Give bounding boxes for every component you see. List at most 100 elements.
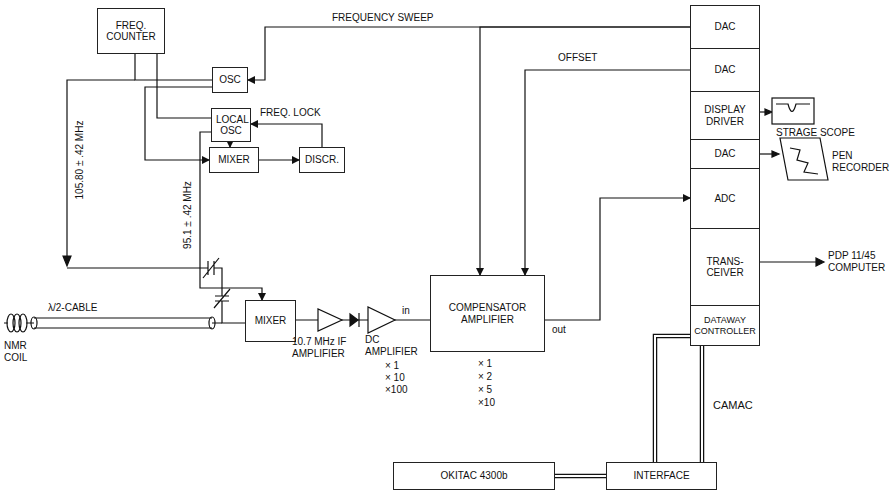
display-driver-module: DISPLAY DRIVER [690,91,760,140]
edge-label: FREQ. LOCK [258,107,323,119]
dac-module: DAC [690,5,760,49]
scope-trace [776,104,810,112]
box-label: DAC [714,64,735,76]
signal-line [259,160,299,161]
connector-line [525,70,690,275]
box-label: INTERFACE [633,470,689,482]
adc-module: ADC [690,168,760,229]
storage-scope-icon [772,98,814,124]
coil-winding [19,314,27,332]
arrowhead [765,109,772,115]
signal-label: 105.80 ± .42 MHz [74,121,86,200]
signal-line [135,54,212,80]
connector-line [555,475,606,477]
connector-line [157,54,211,118]
coax-cable [30,318,222,328]
connector-line [700,345,705,462]
interface-box: INTERFACE [606,462,717,490]
arrowhead [772,151,779,157]
signal-line [251,124,322,147]
signal-label: ×10 [478,397,495,409]
signal-line [200,132,262,300]
signal-label: 10.7 MHz IF AMPLIFIER [292,336,362,360]
signal-label: × 1 [478,358,492,370]
edge-label: OFFSET [556,52,599,64]
variable-capacitor [203,258,219,278]
cap-wire [67,268,245,323]
connector-line [135,54,212,80]
box-label: MIXER [255,315,287,327]
cable-end [31,317,37,329]
signal-line [157,54,211,118]
mixer-box: MIXER [209,147,259,173]
connector-line [145,87,212,160]
connector-line [701,345,703,462]
signal-label: × 10 [385,372,405,384]
bus-cable [655,336,690,462]
signal-label: STRAGE SCOPE [776,127,855,139]
connector-line [200,132,262,300]
box-label: DATAWAY CONTROLLER [692,315,758,336]
dataway-controller-module: DATAWAY CONTROLLER [690,305,760,346]
amplifier-box: COMPENSATOR AMPLIFIER [430,275,545,352]
local-oscillator-box: LOCAL OSC [211,108,251,142]
connector-line [655,336,690,462]
box-label: ADC [714,193,735,205]
diode-symbol [350,314,358,326]
signal-line [248,27,690,80]
nmr-coil [4,322,30,323]
signal-label: PEN RECORDER [832,150,888,174]
edge-label: FREQUENCY SWEEP [330,12,436,24]
recorder-trace [790,148,818,174]
signal-line [525,70,690,275]
mixer-box: MIXER [245,300,296,342]
connector-line [248,27,690,80]
cable-end [209,317,215,329]
box-label: DAC [714,148,735,160]
signal-label: ×100 [385,384,408,396]
signal-label: × 2 [478,371,492,383]
signal-label: out [552,324,566,336]
box-label: MIXER [218,154,250,166]
nmr-coil [7,314,27,332]
signal-label: in [402,305,410,317]
signal-line [480,27,690,275]
box-label: COMPENSATOR AMPLIFIER [442,302,534,325]
bus-cable [555,476,606,477]
variable-capacitor [214,289,230,308]
dac-module: DAC [690,48,760,92]
dac-module: DAC [690,139,760,169]
diode-bar [358,313,359,327]
signal-line [296,320,430,321]
signal-label: NMR COIL [4,340,36,364]
box-label: OKITAC 4300b [440,470,507,482]
box-label: FREQ. COUNTER [105,20,157,43]
dc-amplifier-symbol [368,307,395,333]
signal-label: λ/2-CABLE [48,302,97,314]
box-label: OSC [219,74,241,86]
box-label: CAMAC [713,399,753,412]
connector-line [251,124,322,147]
box-label: LOCAL OSC [216,114,246,137]
signal-label: PDP 11/45 COMPUTER [828,250,888,274]
signal-line [145,87,212,160]
connector-line [545,198,690,320]
box-label: TRANS- CEIVER [701,256,749,279]
computer-wire [760,261,822,262]
signal-label: × 5 [478,384,492,396]
discriminator-box: DISCR. [299,147,345,173]
oscillator-box: OSC [212,67,248,93]
box-label: DISPLAY DRIVER [697,104,753,127]
box-label: DISCR. [305,154,339,166]
if-amplifier-symbol [318,309,342,331]
computer-box: OKITAC 4300b [393,462,555,490]
connector-line [555,474,606,479]
osc-feed-arrow [63,256,71,266]
pen-recorder-icon [780,138,828,180]
signal-label: DC AMPLIFIER [365,334,423,358]
signal-line [545,198,690,320]
signal-label: × 1 [385,360,399,372]
arrowhead [816,258,824,266]
bus-cable [702,345,703,462]
